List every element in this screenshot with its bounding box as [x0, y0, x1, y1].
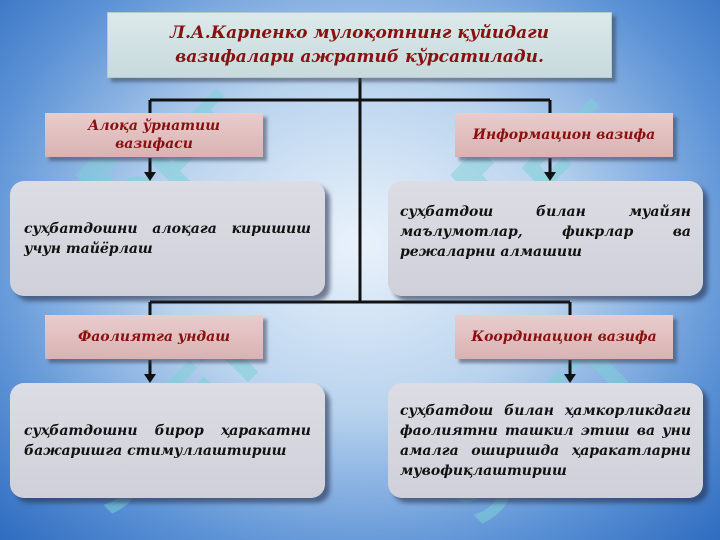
description-information-function: суҳбатдош билан муайян маълумотлар, фикр… [388, 181, 703, 296]
label-information-function: Информацион вазифа [455, 113, 673, 157]
label-contact-function: Алоқа ўрнатиш вазифаси [45, 113, 263, 157]
arrow-head [144, 172, 156, 181]
diagram-title: Л.А.Карпенко мулоқотнинг қуйидаги вазифа… [107, 12, 612, 78]
label-activity-function: Фаолиятга ундаш [45, 315, 263, 359]
arrow-head [544, 172, 556, 181]
label-text: Алоқа ўрнатиш вазифаси [87, 118, 221, 152]
description-text: суҳбатдошни бирор ҳаракатни бажаришга ст… [24, 422, 311, 459]
description-text: суҳбатдош билан ҳамкорликдаги фаолиятни … [400, 402, 691, 479]
label-text: Фаолиятга ундаш [77, 329, 231, 345]
label-coordination-function: Координацион вазифа [455, 315, 673, 359]
label-text: Информацион вазифа [472, 127, 656, 143]
description-activity-function: суҳбатдошни бирор ҳаракатни бажаришга ст… [10, 383, 325, 498]
description-coordination-function: суҳбатдош билан ҳамкорликдаги фаолиятни … [388, 383, 703, 498]
description-text: суҳбатдошни алоқага киришиш учун тайёрла… [24, 220, 311, 257]
arrow-head [564, 374, 576, 383]
description-contact-function: суҳбатдошни алоқага киришиш учун тайёрла… [10, 181, 325, 296]
arrow-head [144, 374, 156, 383]
description-text: суҳбатдош билан муайян маълумотлар, фикр… [400, 203, 691, 260]
label-text: Координацион вазифа [471, 329, 657, 345]
